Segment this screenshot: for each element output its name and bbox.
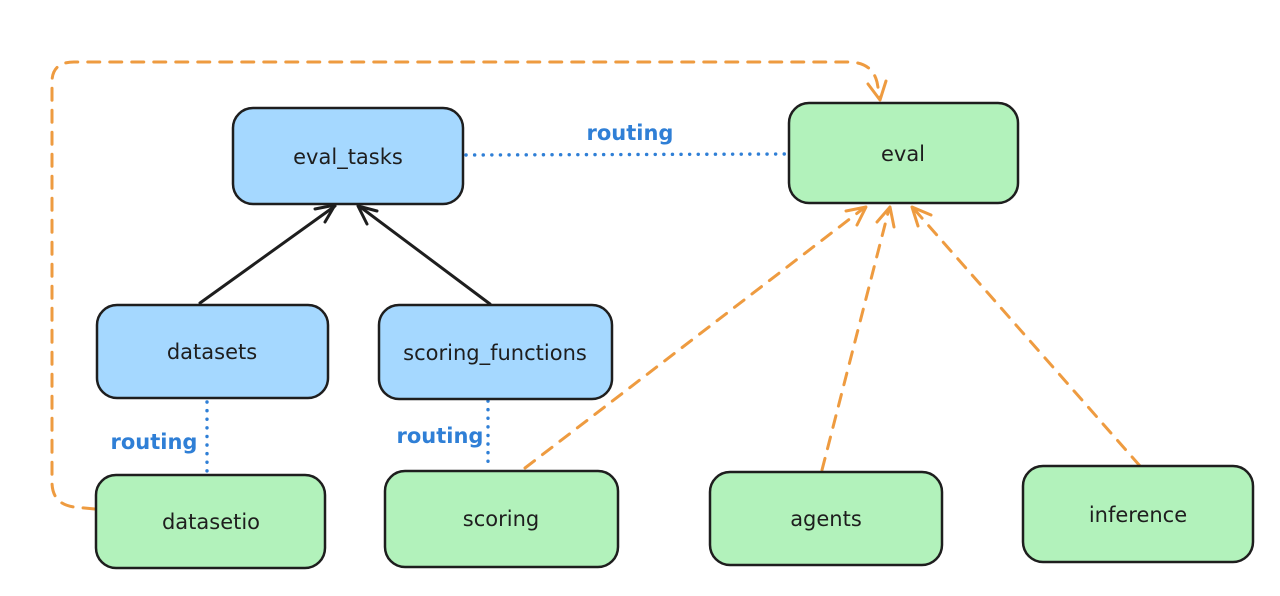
edge-agents-to-eval-line [820,207,891,472]
arrowhead-scoring_functions-to-eval_tasks [356,204,379,226]
edge-datasetio-to-eval-loop [50,60,888,511]
arrowhead-agents-to-eval [875,205,896,229]
edge-routing-scoring_functions-to-scoring: routing [397,399,490,469]
node-eval: eval [787,101,1020,205]
edge-routing-datasets-to-datasetio: routing [111,400,209,474]
edge-scoring-to-eval [523,205,868,470]
node-datasetio-label: datasetio [162,510,260,534]
edge-datasets-to-eval_tasks [198,203,337,305]
node-datasetio: datasetio [94,473,327,570]
node-datasetio-box [94,473,327,570]
node-eval_tasks-box [231,106,465,206]
node-eval_tasks: eval_tasks [231,106,465,206]
node-agents-label: agents [790,507,862,531]
edge-label-routing-top: routing [587,121,674,145]
edge-inference-to-eval [910,205,1142,468]
node-scoring-label: scoring [463,507,539,531]
arrowhead-datasetio-to-eval [866,79,888,102]
node-eval-label: eval [881,142,925,166]
node-scoring-box [383,469,620,569]
edge-scoring-to-eval-line [523,206,866,470]
edge-label-routing-left: routing [111,430,198,454]
node-datasets-box [95,303,330,400]
node-inference-label: inference [1089,503,1187,527]
edge-routing-eval_tasks-to-eval: routing [464,121,790,157]
edge-label-routing-middle: routing [397,424,484,448]
node-datasets: datasets [95,303,330,400]
node-scoring_functions-box [377,303,614,401]
edge-agents-to-eval [820,205,896,472]
node-agents-box [708,470,944,567]
node-datasets-label: datasets [167,340,257,364]
node-scoring_functions-label: scoring_functions [403,341,587,366]
node-eval-box [787,101,1020,205]
node-scoring: scoring [383,469,620,569]
node-inference: inference [1021,464,1255,564]
node-scoring_functions: scoring_functions [377,303,614,401]
node-agents: agents [708,470,944,567]
node-eval_tasks-label: eval_tasks [293,145,403,170]
edge-scoring_functions-to-eval_tasks-line [357,204,492,306]
arrowhead-scoring-to-eval [844,205,868,227]
edge-inference-to-eval-line [912,207,1142,468]
edge-datasets-to-eval_tasks-line [198,204,337,305]
arrowhead-inference-to-eval [910,205,933,228]
edge-datasetio-to-eval-loop-line [50,60,882,511]
node-inference-box [1021,464,1255,564]
edge-routing-eval_tasks-to-eval-line [464,152,790,157]
edge-scoring_functions-to-eval_tasks [356,204,492,306]
